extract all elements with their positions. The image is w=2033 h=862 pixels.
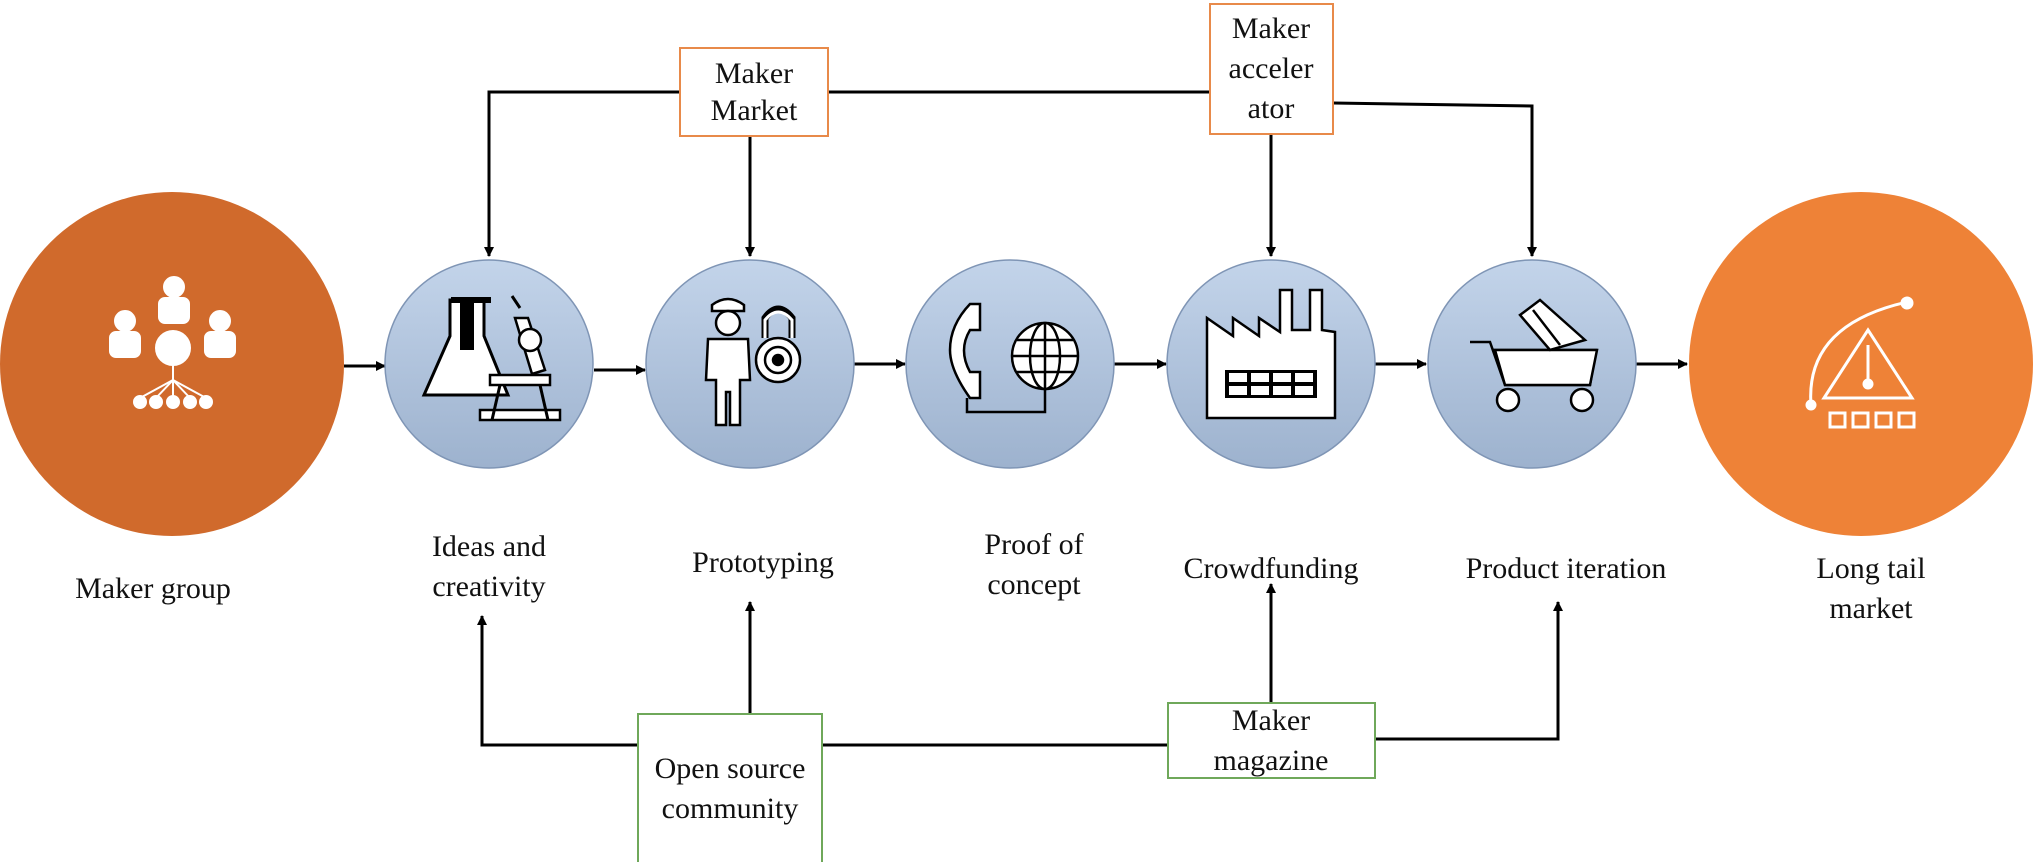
phone-globe-icon xyxy=(948,302,1080,414)
maker-accelerator-line1: Maker xyxy=(1232,12,1310,45)
ideas-label-line2: creativity xyxy=(432,570,545,603)
maker-accelerator-line2: acceler xyxy=(1229,52,1314,85)
maker-magazine-box: Maker magazine xyxy=(1167,702,1376,779)
maker-magazine-line2: magazine xyxy=(1214,744,1329,777)
market-to-ideas-line xyxy=(484,90,680,257)
opensource-to-ideas-line xyxy=(477,615,638,747)
maker-magazine-line1: Maker xyxy=(1232,704,1310,737)
maker-accelerator-box: Maker acceler ator xyxy=(1209,3,1334,135)
accelerator-to-iteration-line xyxy=(1332,101,1537,257)
ideas-label-line1: Ideas and xyxy=(432,530,546,563)
long-tail-label-line1: Long tail xyxy=(1816,552,1925,585)
open-source-line1: Open source xyxy=(655,752,806,785)
connectors xyxy=(344,90,1688,747)
maker-market-line2: Market xyxy=(711,94,798,127)
proof-label-line1: Proof of xyxy=(984,528,1083,561)
factory-icon xyxy=(1205,288,1337,420)
step-circles xyxy=(384,259,1637,469)
lab-flask-microscope-icon xyxy=(421,295,562,422)
people-network-icon xyxy=(109,276,236,409)
proof-label-line2: concept xyxy=(987,568,1081,601)
maker-group-label: Maker group xyxy=(75,572,231,605)
long-tail-circle xyxy=(1689,192,2033,536)
maker-market-line1: Maker xyxy=(715,57,793,90)
open-source-line2: community xyxy=(662,792,799,825)
open-source-box: Open source community xyxy=(637,713,823,862)
maker-market-box: Maker Market xyxy=(679,47,829,137)
gauge-meter-icon xyxy=(1805,296,1916,429)
magazine-to-iteration-line xyxy=(1375,601,1563,741)
crowdfunding-label: Crowdfunding xyxy=(1184,552,1359,585)
proof-circle xyxy=(905,259,1115,469)
maker-accelerator-line3: ator xyxy=(1248,92,1295,125)
officer-lock-icon xyxy=(704,297,802,427)
prototyping-label: Prototyping xyxy=(692,546,834,579)
shopping-cart-icon xyxy=(1470,298,1599,413)
long-tail-label-line2: market xyxy=(1829,592,1913,625)
iteration-label: Product iteration xyxy=(1466,552,1667,585)
